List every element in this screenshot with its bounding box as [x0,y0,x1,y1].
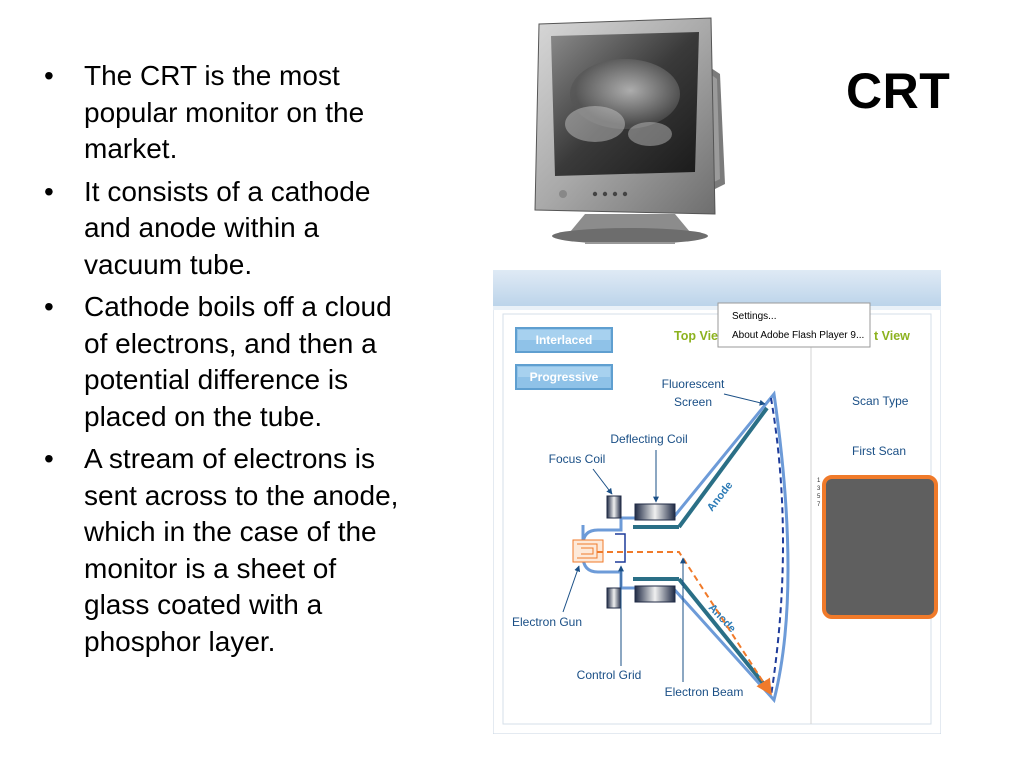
electron-gun-label: Electron Gun [512,615,582,629]
interlaced-label: Interlaced [536,333,593,347]
bullet-item: • A stream of electrons is sent across t… [40,441,480,660]
progressive-label: Progressive [530,370,599,384]
electron-gun-pointer [562,565,581,613]
scan-line-number: 3 [817,486,821,492]
focus-coil-label: Focus Coil [549,452,606,466]
bullet-item: • It consists of a cathode and anode wit… [40,174,480,284]
focus-coil-pointer [592,468,613,495]
bullet-marker: • [44,175,54,207]
bullet-line: placed on the tube. [84,400,323,432]
scan-line-number: 7 [817,502,821,508]
focus-coil-top [606,495,622,519]
control-grid-label: Control Grid [577,668,642,682]
panel-header-bar [493,270,941,306]
bullet-line: monitor is a sheet of [84,552,337,584]
context-menu[interactable]: Settings... About Adobe Flash Player 9..… [717,302,871,348]
bullet-line: glass coated with a [84,589,323,620]
bullet-line: of electrons, and then a [84,327,377,359]
deflecting-coil-bottom [634,585,676,603]
menu-item-about-flash[interactable]: About Adobe Flash Player 9... [732,330,864,341]
fluorescent-label: Fluorescent [662,377,725,391]
scan-type-label: Scan Type [852,394,909,408]
bullet-line: A stream of electrons is [84,443,376,474]
bullet-item: • Cathode boils off a cloud of electrons… [40,289,480,435]
electron-beam-label: Electron Beam [665,685,744,699]
interlaced-button[interactable]: Interlaced [515,327,613,353]
screen-label: Screen [674,395,712,409]
bullet-marker: • [44,291,54,322]
top-view-heading: Top View [674,329,728,343]
bullet-line: which in the case of the [84,516,377,547]
bullet-list: • The CRT is the most popular monitor on… [40,58,480,666]
bullet-line: phosphor layer. [84,625,276,657]
bullet-line: potential difference is [84,364,349,395]
anode-lines [633,406,769,690]
menu-item-settings[interactable]: Settings... [732,311,776,322]
bullet-marker: • [44,443,54,474]
side-view-screen [822,475,938,619]
deflecting-coil-label: Deflecting Coil [610,432,687,446]
crt-monitor-image [534,17,725,244]
focus-coil-bottom [606,587,622,609]
side-view-heading: t View [874,329,910,343]
bullet-line: Cathode boils off a cloud [84,291,392,322]
progressive-button[interactable]: Progressive [515,364,613,390]
bullet-line: market. [84,133,178,164]
crt-tube-outline [581,390,790,704]
scan-line-number: 5 [817,494,821,500]
bullet-line: vacuum tube. [84,248,253,280]
scan-line-number: 1 [817,478,821,484]
scan-line-numbers: 1 3 5 7 [817,478,821,508]
crt-animation-panel[interactable]: Interlaced Progressive Top View t View S… [493,270,941,734]
bullet-line: The CRT is the most [84,60,340,91]
deflecting-coil-top [634,503,676,521]
bullet-item: • The CRT is the most popular monitor on… [40,58,480,168]
bullet-line: sent across to the anode, [84,479,399,511]
electron-beam-path [597,551,772,696]
control-grid [615,533,626,563]
bullet-line: It consists of a cathode [84,175,371,207]
bullet-line: and anode within a [84,212,320,243]
bullet-marker: • [44,60,54,91]
first-scan-label: First Scan [852,444,906,458]
fluorescent-pointer [723,393,766,406]
slide-title: CRT [846,63,951,119]
bullet-line: popular monitor on the [84,96,365,128]
